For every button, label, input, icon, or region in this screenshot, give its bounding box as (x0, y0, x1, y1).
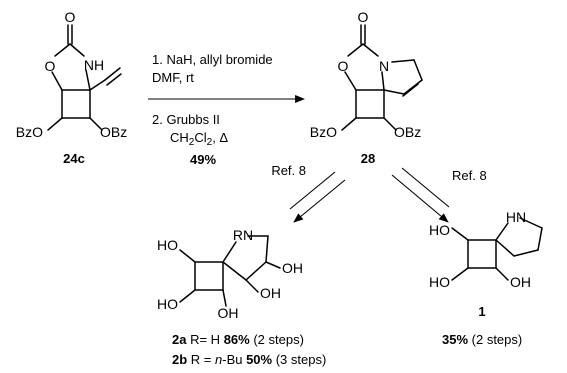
atom-obz-right-24c: OBz (100, 124, 127, 140)
atom-o-carbonyl-28: O (358, 9, 369, 25)
atom-o-carbonyl-24c: O (65, 9, 76, 25)
condition-step1b: DMF, rt (152, 70, 194, 85)
atom-rn-2: RN (233, 227, 253, 243)
compound-label-1: 1 (478, 304, 485, 319)
result-1: 35% (2 steps) (442, 332, 522, 347)
atom-ho-left-2: HO (157, 237, 178, 253)
atom-o-ring-28: O (338, 58, 349, 74)
ref-label-left: Ref. 8 (271, 163, 306, 178)
compound-label-28: 28 (361, 151, 375, 166)
atom-nh-24c: NH (84, 57, 104, 73)
atom-ho-bottom-2: HO (157, 296, 178, 312)
compound-28: O O N BzO OBz 28 (310, 9, 423, 166)
multistep-arrow-right (391, 167, 450, 223)
atom-oh-right-2: OH (282, 260, 303, 276)
atom-oh-1: OH (510, 274, 531, 290)
compound-label-24c: 24c (63, 151, 85, 166)
atom-obz-left-24c: BzO (16, 124, 43, 140)
condition-step2b: CH2Cl2, Δ (170, 130, 228, 148)
multistep-arrow-left (289, 171, 346, 223)
compound-2: RN HO OH HO OH OH (157, 227, 303, 321)
atom-oh-mid-2: OH (260, 285, 281, 301)
atom-oh-low-2: OH (218, 305, 239, 321)
compound-1: HN HO HO OH 1 (429, 209, 543, 319)
reaction-yield: 49% (190, 152, 216, 167)
atom-obz-left-28: BzO (310, 124, 337, 140)
result-2a: 2a R= H 86% (2 steps) (172, 332, 304, 347)
condition-step2: 2. Grubbs II (152, 112, 220, 127)
atom-n-28: N (379, 58, 389, 74)
reaction-conditions: 1. NaH, allyl bromide DMF, rt 2. Grubbs … (152, 52, 273, 167)
atom-obz-right-28: OBz (394, 124, 421, 140)
ref-label-right: Ref. 8 (452, 168, 487, 183)
atom-hn-1: HN (506, 209, 526, 225)
atom-ho-bottom-1: HO (429, 274, 450, 290)
result-2b: 2b R = n-Bu 50% (3 steps) (172, 352, 326, 367)
compound-24c: O O NH BzO OBz 24c (16, 9, 127, 166)
atom-ho-top-1: HO (429, 222, 450, 238)
condition-step1: 1. NaH, allyl bromide (152, 52, 273, 67)
atom-o-ring-24c: O (45, 58, 56, 74)
